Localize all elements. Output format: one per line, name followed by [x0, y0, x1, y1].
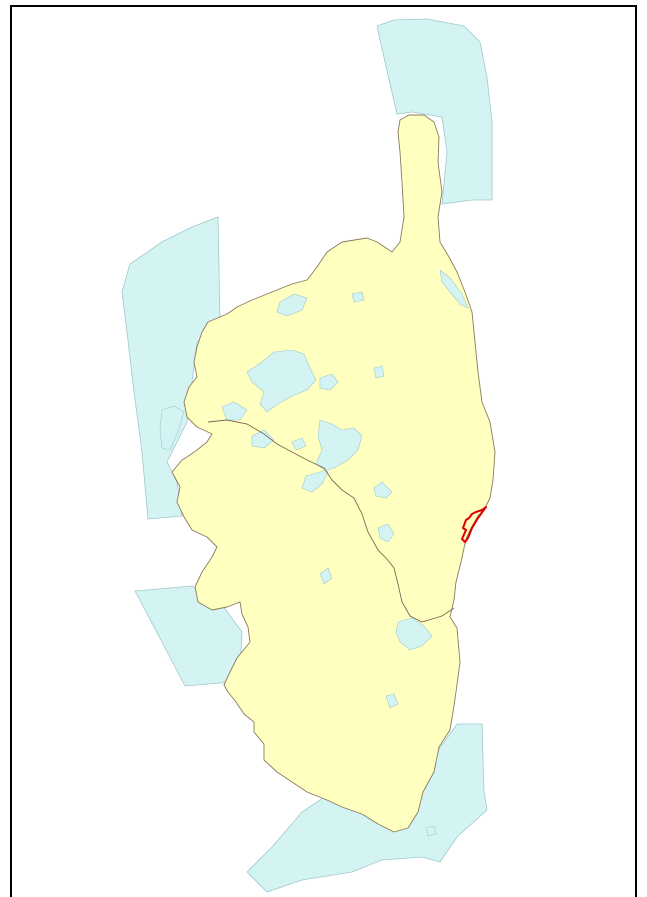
- protected-marine-zones: [121, 18, 493, 893]
- zone-land-south-lake[interactable]: [395, 617, 433, 651]
- zone-land-central-2[interactable]: [319, 373, 339, 391]
- administrative-boundary: [207, 419, 455, 623]
- island-landmass[interactable]: [171, 114, 496, 833]
- zone-land-east-2[interactable]: [377, 523, 395, 543]
- zone-land-central-6[interactable]: [291, 437, 307, 451]
- zone-cap-corse-marine[interactable]: [376, 18, 493, 205]
- zone-land-east-1[interactable]: [373, 481, 393, 499]
- island-map[interactable]: [10, 5, 637, 897]
- protected-land-zones: [159, 269, 469, 837]
- zone-land-south-2[interactable]: [385, 693, 399, 709]
- zone-land-central-4[interactable]: [373, 365, 385, 379]
- zone-land-south-3[interactable]: [425, 825, 437, 837]
- zone-land-north-1[interactable]: [276, 293, 308, 317]
- zone-land-north-2[interactable]: [351, 291, 365, 303]
- zone-land-central-5[interactable]: [251, 429, 275, 449]
- highlighted-site[interactable]: [461, 506, 487, 543]
- zone-land-central-3[interactable]: [221, 401, 248, 421]
- zone-land-mountain[interactable]: [301, 419, 363, 493]
- zone-land-south-central[interactable]: [319, 567, 333, 585]
- zone-land-southwest-coast[interactable]: [159, 405, 185, 451]
- map-frame: [10, 5, 637, 897]
- zone-land-central-large[interactable]: [246, 349, 317, 413]
- zone-land-east-coast-1[interactable]: [439, 269, 469, 309]
